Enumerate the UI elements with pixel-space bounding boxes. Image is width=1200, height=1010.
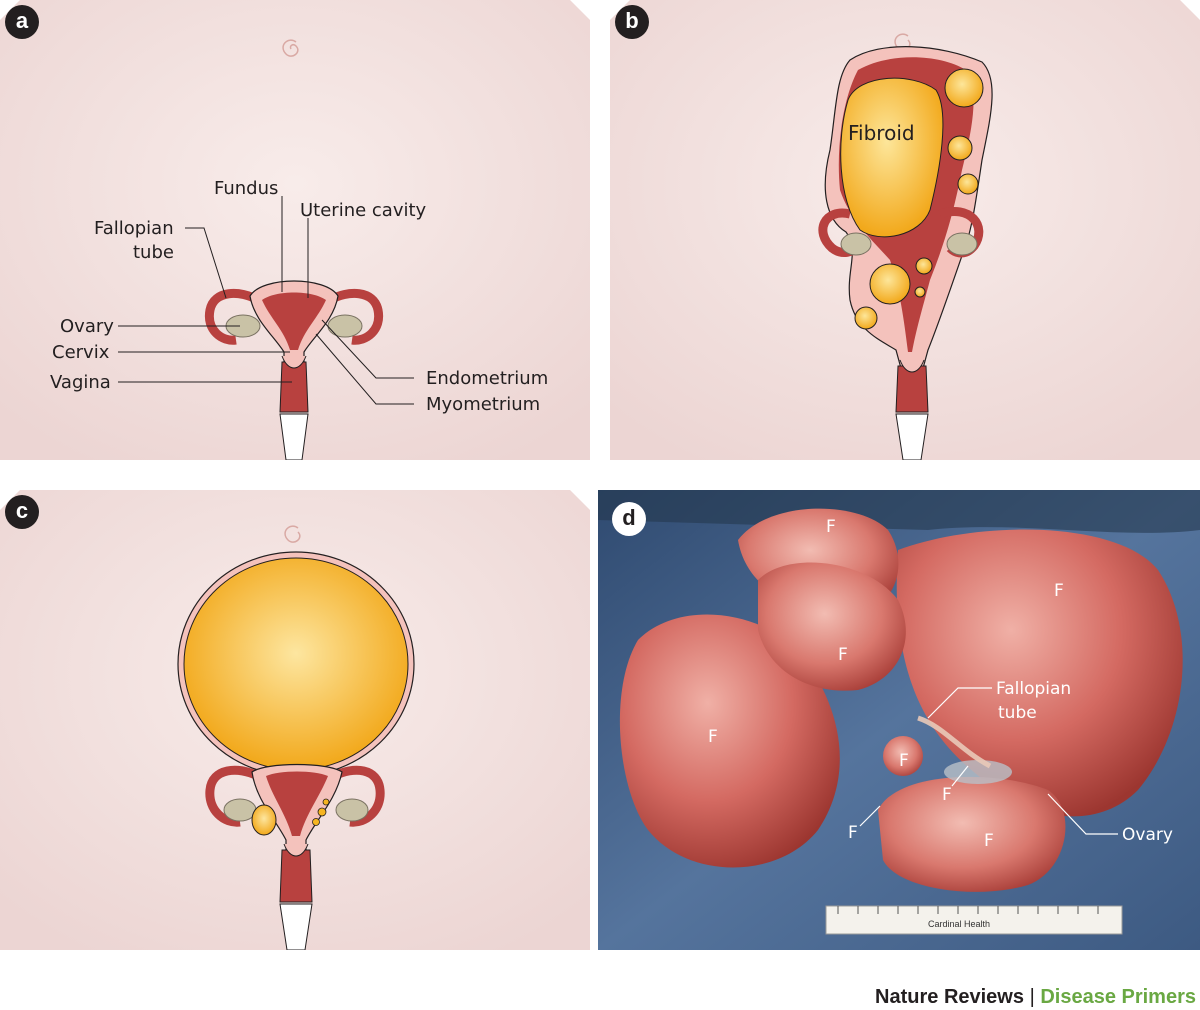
drape-shadow: [598, 490, 1200, 533]
panel-background: [0, 0, 590, 460]
panel-d-photo: Cardinal Health F F F F F F F F Fallopia…: [598, 490, 1200, 950]
panel-a-badge: a: [5, 5, 39, 39]
small-fibroid: [915, 257, 933, 275]
label-fundus: Fundus: [214, 178, 278, 199]
label-fallopian-line2: tube: [133, 242, 174, 263]
left-ovary: [223, 798, 257, 822]
panel-a-illustration: Fundus Uterine cavity Fallopian tube Ova…: [0, 0, 590, 460]
fibroid-marker: F: [708, 727, 718, 747]
ruler-label: Cardinal Health: [928, 919, 990, 929]
panel-d: Cardinal Health F F F F F F F F Fallopia…: [598, 490, 1200, 950]
label-myometrium: Myometrium: [426, 394, 540, 415]
small-fibroid: [322, 798, 330, 806]
vaginal-opening: [279, 413, 309, 460]
middle-fibroid-mass: [758, 562, 906, 691]
right-ovary: [335, 798, 369, 822]
navel-swirl: [282, 39, 299, 57]
label-fallopian-line1: Fallopian: [996, 679, 1071, 699]
cervix-shape: [899, 359, 925, 373]
fallopian-tube-tissue: [917, 715, 992, 769]
panel-a: Fundus Uterine cavity Fallopian tube Ova…: [0, 0, 590, 460]
label-cervix: Cervix: [52, 342, 110, 363]
vagina-canal: [279, 849, 313, 903]
large-fibroid: [840, 77, 944, 238]
vagina-canal: [279, 361, 309, 413]
fibroid-marker: F: [899, 751, 909, 771]
vaginal-opening: [279, 903, 313, 950]
right-fallopian-tube: [331, 765, 385, 827]
fibroid-marker: F: [826, 517, 836, 537]
measuring-ruler: [825, 905, 1123, 935]
small-fibroid: [854, 306, 878, 330]
right-fallopian-tube: [327, 288, 384, 345]
leader-lines: [118, 196, 414, 405]
small-fibroid: [947, 135, 973, 161]
vagina-canal: [895, 365, 929, 413]
panel-c-badge: c: [5, 495, 39, 529]
small-fibroid: [957, 173, 979, 195]
panel-b: Fibroid b: [610, 0, 1200, 460]
ruler-ticks: [837, 906, 1099, 914]
journal-credit: Nature Reviews | Disease Primers: [875, 986, 1196, 1009]
ovary-tissue: [944, 760, 1012, 784]
small-fibroid: [914, 286, 926, 298]
label-vagina: Vagina: [50, 372, 111, 393]
label-ovary: Ovary: [1122, 825, 1173, 845]
label-uterine-cavity: Uterine cavity: [300, 200, 427, 221]
label-ovary: Ovary: [60, 316, 114, 337]
cervix-shape: [283, 843, 309, 857]
vaginal-opening: [895, 413, 929, 460]
small-fibroid: [944, 68, 984, 108]
label-fallopian-line2: tube: [998, 703, 1037, 723]
right-ovary: [946, 232, 978, 256]
panel-d-badge: d: [612, 502, 646, 536]
fibroid-marker: F: [942, 785, 952, 805]
intramural-fibroid: [251, 804, 277, 836]
fibroid-marker: F: [1054, 581, 1064, 601]
giant-fibroid: [183, 557, 409, 771]
navel-swirl: [284, 525, 301, 543]
cervix-shape: [281, 355, 307, 369]
panel-b-illustration: Fibroid: [610, 0, 1200, 460]
right-ovary: [327, 314, 363, 338]
label-endometrium: Endometrium: [426, 368, 548, 389]
label-fallopian-line1: Fallopian: [94, 218, 174, 239]
panel-c-illustration: [0, 490, 590, 950]
uterine-cavity-shape: [262, 292, 326, 350]
left-ovary: [840, 232, 872, 256]
small-fibroid: [317, 807, 327, 817]
small-fibroid-mass: [883, 736, 923, 776]
label-fibroid: Fibroid: [848, 121, 915, 145]
left-fallopian-tube: [205, 765, 261, 827]
journal-name: Nature Reviews: [875, 986, 1024, 1008]
series-name: Disease Primers: [1040, 986, 1196, 1008]
left-fallopian-tube: [204, 288, 261, 345]
small-fibroid: [869, 263, 911, 305]
fibroid-marker: F: [838, 645, 848, 665]
small-fibroid: [312, 818, 320, 826]
panel-c: c: [0, 490, 590, 950]
credit-separator: |: [1029, 986, 1035, 1008]
fibroid-marker: F: [984, 831, 994, 851]
left-fibroid-mass: [619, 614, 840, 868]
bottom-fibroid-mass: [878, 776, 1066, 892]
fibroid-marker: F: [848, 823, 858, 843]
panel-b-badge: b: [615, 5, 649, 39]
photo-leader-lines: [859, 687, 1118, 835]
uterine-cavity-shape: [266, 771, 328, 836]
right-fibroid-mass: [896, 529, 1183, 817]
